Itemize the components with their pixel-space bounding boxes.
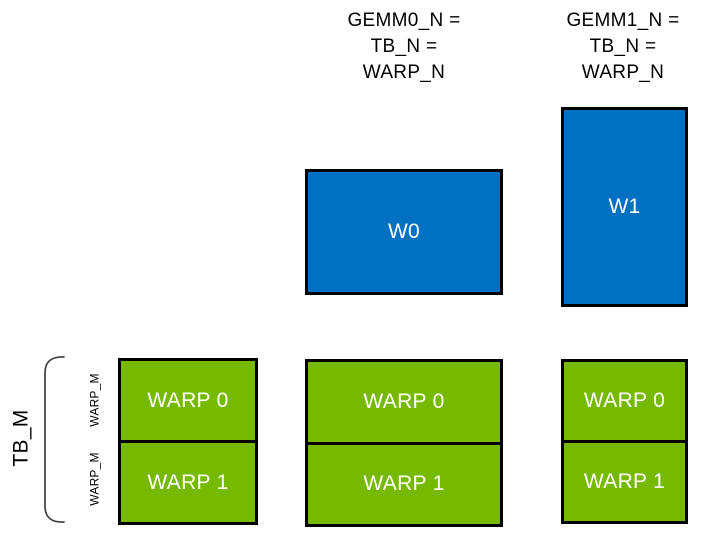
warp-tile-w0: W0: [305, 169, 503, 295]
threadblock-tile-1: WARP 0 WARP 1: [305, 359, 503, 527]
tb-m-bracket-shape: [44, 356, 65, 523]
warp-cell-label: WARP 0: [363, 389, 445, 413]
header-line: WARP_N: [581, 62, 665, 83]
header-line: WARP_N: [362, 62, 446, 83]
threadblock-tile-2: WARP 0 WARP 1: [561, 359, 688, 524]
column-header-gemm0: GEMM0_N = TB_N = WARP_N: [294, 8, 514, 86]
threadblock-tile-0: WARP 0 WARP 1: [118, 358, 258, 525]
warp-tile-w1: W1: [561, 107, 688, 307]
warp-cell-label: WARP 0: [147, 388, 229, 412]
warp-cell: WARP 1: [121, 443, 255, 522]
header-line: TB_N =: [370, 36, 438, 57]
column-header-gemm1: GEMM1_N = TB_N = WARP_N: [513, 8, 720, 86]
warp-cell-label: WARP 1: [363, 472, 445, 496]
warp-tile-label: W0: [387, 220, 421, 243]
warp-m-label-bottom: WARP_M: [88, 452, 102, 506]
header-line: GEMM1_N =: [566, 10, 680, 31]
warp-cell: WARP 0: [308, 362, 500, 445]
warp-cell: WARP 0: [121, 361, 255, 443]
warp-cell-label: WARP 1: [147, 470, 229, 494]
header-line: GEMM0_N =: [347, 10, 461, 31]
warp-cell: WARP 1: [564, 443, 685, 521]
header-line: TB_N =: [589, 36, 657, 57]
warp-m-label-top: WARP_M: [88, 373, 102, 427]
warp-tile-label: W1: [608, 195, 641, 218]
warp-cell: WARP 0: [564, 362, 685, 443]
warp-cell: WARP 1: [308, 444, 500, 524]
warp-cell-label: WARP 0: [583, 389, 666, 412]
warp-cell-label: WARP 1: [583, 470, 666, 493]
